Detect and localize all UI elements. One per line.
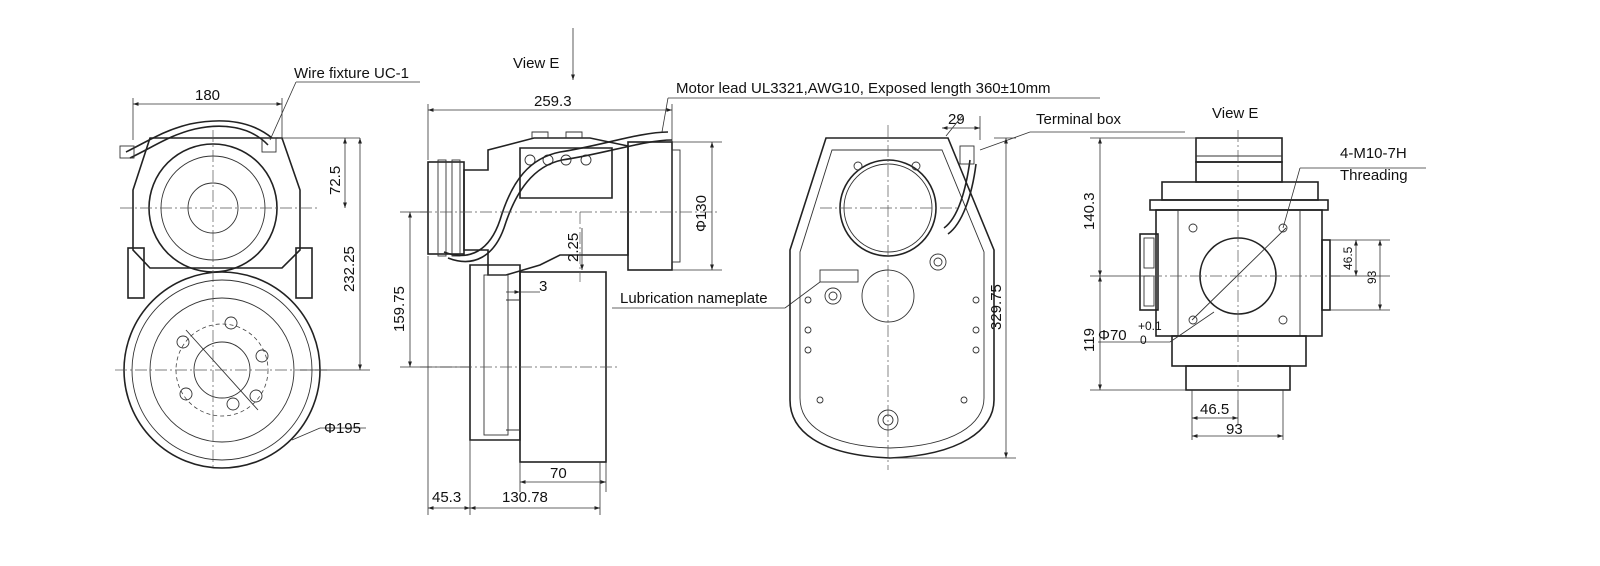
label-threading-word: Threading [1340, 167, 1408, 184]
front-view [115, 120, 330, 470]
label-view-e-title: View E [1212, 105, 1258, 122]
view-e-dimensions: 140.3 119 Φ70 +0.1 0 4-M10-7H Threading … [1081, 137, 1426, 440]
dim-119: 119 [1081, 328, 1098, 352]
dim-phi-195: Φ195 [324, 420, 361, 437]
label-terminal-box: Terminal box [1036, 111, 1122, 128]
dim-3: 3 [539, 278, 547, 295]
label-view-e-arrow: View E [513, 55, 559, 72]
label-phi70-upper: +0.1 [1138, 319, 1162, 333]
label-motor-lead: Motor lead UL3321,AWG10, Exposed length … [676, 80, 1051, 97]
dim-72-5: 72.5 [327, 166, 344, 195]
dim-180: 180 [195, 87, 220, 104]
back-view-dimensions: 29 Terminal box 329.75 [890, 111, 1185, 459]
label-phi70: Φ70 [1098, 327, 1127, 344]
label-phi70-lower: 0 [1140, 333, 1147, 347]
dim-140-3: 140.3 [1081, 192, 1098, 230]
label-threading-spec: 4-M10-7H [1340, 145, 1407, 162]
label-wire-fixture: Wire fixture UC-1 [294, 65, 409, 82]
label-lubrication: Lubrication nameplate [620, 290, 768, 307]
dim-93-vertical: 93 [1365, 270, 1379, 284]
dim-45-3: 45.3 [432, 489, 461, 506]
dim-70: 70 [550, 465, 567, 482]
side-view [420, 131, 720, 463]
dim-46-5-vertical: 46.5 [1341, 246, 1355, 270]
dim-159-75: 159.75 [391, 286, 408, 332]
dim-29: 29 [948, 111, 965, 128]
dim-329-75: 329.75 [988, 284, 1005, 330]
dim-259-3: 259.3 [534, 93, 572, 110]
dim-phi-130: Φ130 [693, 195, 710, 232]
dim-46-5-horizontal: 46.5 [1200, 401, 1229, 418]
front-view-dimensions: 180 72.5 232.25 Φ195 Wire fixture UC-1 [132, 65, 420, 441]
side-view-dimensions: View E 259.3 Φ130 2.25 3 159.75 70 45.3 … [391, 28, 1100, 515]
back-view [789, 125, 995, 470]
dim-2-25: 2.25 [565, 233, 582, 262]
view-e: View E [1139, 105, 1340, 400]
dim-232-25: 232.25 [341, 246, 358, 292]
dim-130-78: 130.78 [502, 489, 548, 506]
dim-93-horizontal: 93 [1226, 421, 1243, 438]
